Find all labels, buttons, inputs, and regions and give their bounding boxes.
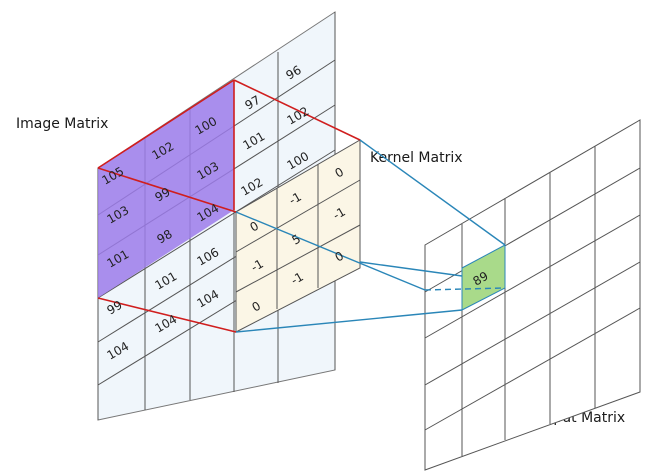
image-cell: 99: [153, 185, 173, 205]
window-border-lines: [97, 79, 361, 333]
image-cell: 97: [243, 93, 263, 113]
output-cell-value: 89: [471, 269, 491, 289]
output-matrix-grid: [424, 146, 641, 456]
output-matrix-plane: [424, 119, 641, 471]
image-cell: 99: [105, 298, 125, 318]
kernel-matrix-grid: [235, 164, 361, 309]
projection-lines: [235, 139, 506, 333]
kernel-matrix-label: Kernel Matrix: [370, 150, 463, 166]
image-cell: 98: [155, 227, 175, 247]
image-matrix-label: Image Matrix: [16, 116, 109, 132]
image-cell: 96: [284, 63, 304, 83]
